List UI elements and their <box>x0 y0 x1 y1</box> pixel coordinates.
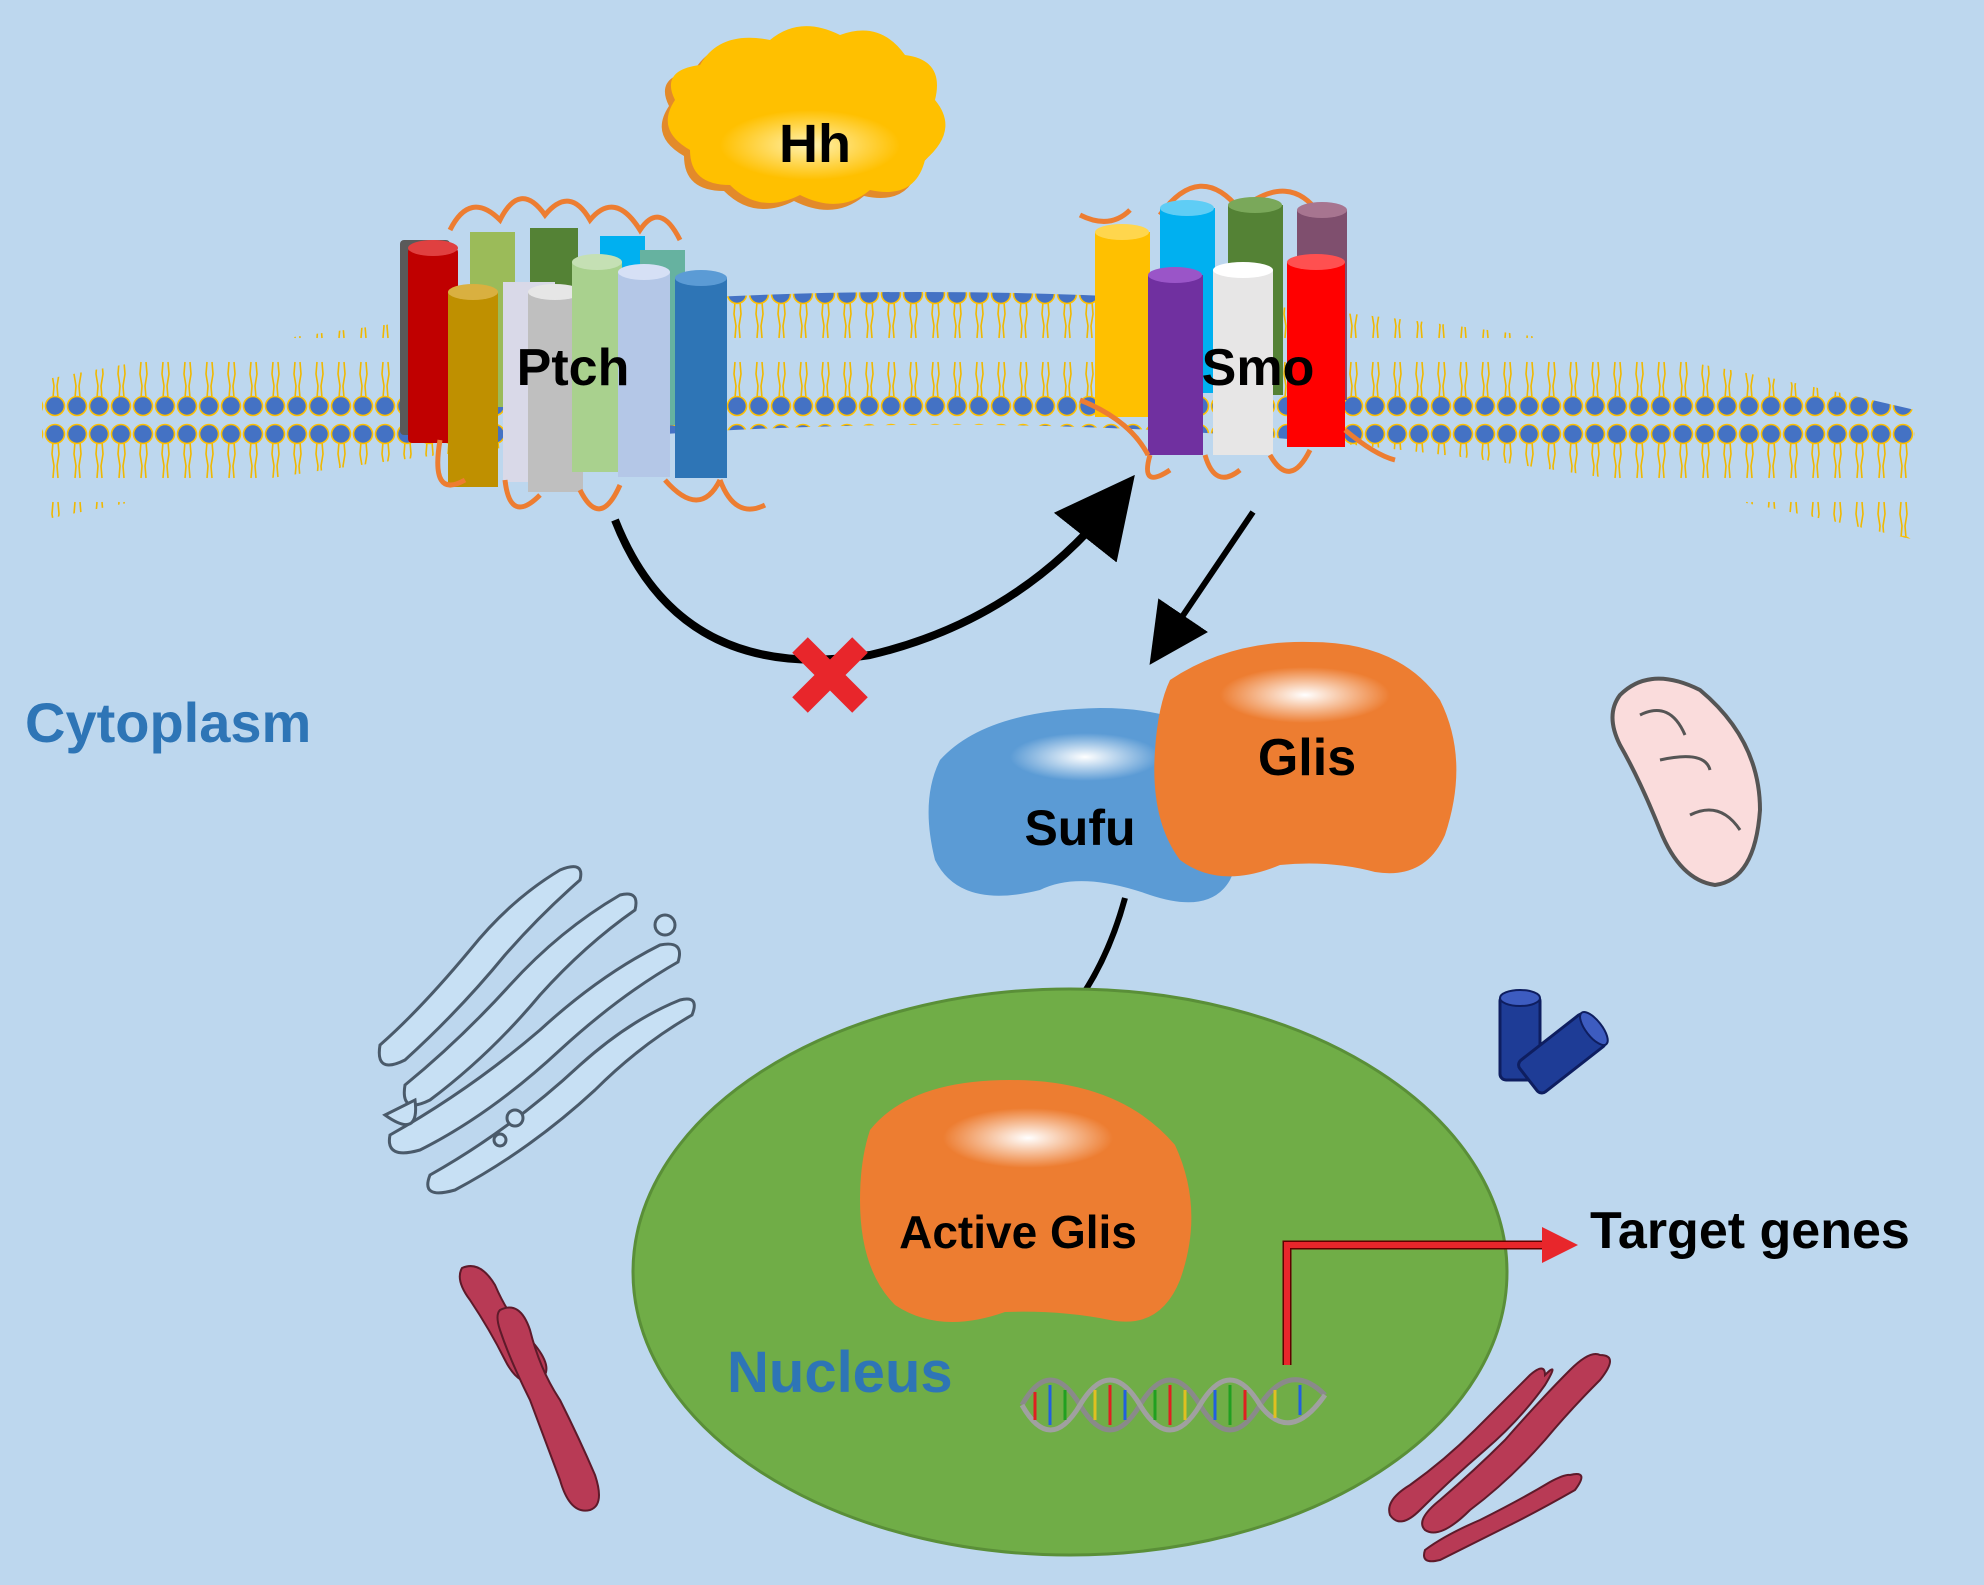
er-fragment-right-icon <box>1388 1353 1611 1563</box>
active-glis: Active Glis <box>860 1080 1192 1322</box>
golgi-apparatus-icon <box>377 865 696 1195</box>
smo-to-complex-arrow <box>1149 510 1256 665</box>
hh-ligand: Hh <box>661 26 946 210</box>
sufu-label: Sufu <box>1024 800 1135 856</box>
nucleus-label: Nucleus <box>727 1340 953 1405</box>
er-fragment-left-icon <box>458 1265 600 1512</box>
sufu-glis-complex: Sufu Glis <box>928 641 1457 903</box>
glis-label: Glis <box>1258 729 1356 787</box>
ptch-receptor: Ptch <box>400 196 767 512</box>
smo-receptor: Smo <box>1078 183 1396 480</box>
active-glis-label: Active Glis <box>899 1206 1137 1258</box>
hh-label: Hh <box>779 114 851 174</box>
centriole-icon <box>1498 989 1609 1095</box>
cytoplasm-label: Cytoplasm <box>25 691 311 754</box>
target-genes-label: Target genes <box>1590 1202 1910 1260</box>
ptch-to-smo-arrow <box>611 474 1135 664</box>
mitochondrion-icon <box>1610 676 1763 888</box>
inhibition-x-mark <box>792 637 868 713</box>
ptch-label: Ptch <box>517 339 630 397</box>
smo-label: Smo <box>1202 339 1315 397</box>
dna-helix-icon <box>1019 1377 1328 1433</box>
